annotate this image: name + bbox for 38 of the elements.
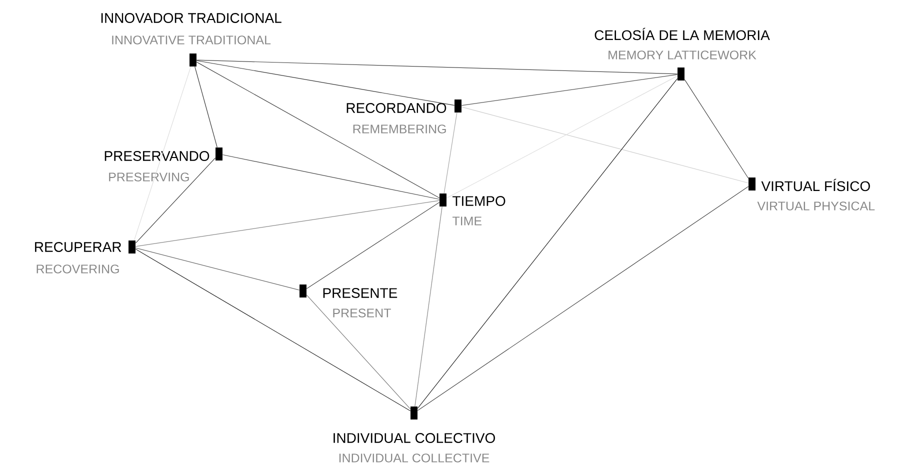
connector-line [135, 200, 440, 247]
node-title: RECORDANDO [346, 103, 446, 113]
connector-line [461, 106, 749, 184]
node-subtitle: REMEMBERING [353, 124, 446, 134]
connector-line [135, 248, 300, 290]
node-title: PRESERVANDO [104, 151, 210, 161]
connector-line [222, 154, 440, 200]
connector-line [306, 294, 411, 410]
node-title: VIRTUAL FÍSICO [761, 178, 870, 192]
node-subtitle: INDIVIDUAL COLLECTIVE [339, 454, 490, 462]
connector-line [135, 248, 411, 412]
node-title: CELOSÍA DE LA MEMORIA [594, 28, 770, 40]
node-title: INNOVADOR TRADICIONAL [101, 13, 282, 23]
node-subtitle: PRESERVING [109, 172, 189, 182]
connector-line [417, 186, 749, 411]
node-title: TIEMPO [452, 196, 506, 206]
connector-line [196, 60, 455, 106]
node-title: INDIVIDUAL COLECTIVO [334, 433, 495, 443]
connector-line [417, 78, 678, 409]
node-subtitle: RECOVERING [36, 264, 119, 274]
node-subtitle: INNOVATIVE TRADITIONAL [112, 36, 271, 44]
connector-line [684, 79, 749, 179]
connector-line [446, 76, 678, 198]
node-title: PRESENTE [323, 288, 398, 298]
connector-line [135, 158, 216, 244]
connector-line [196, 62, 440, 198]
connector-line [306, 202, 440, 289]
node-subtitle: VIRTUAL PHYSICAL [757, 202, 875, 210]
node-subtitle: MEMORY LATTICEWORK [608, 50, 756, 60]
node-title: RECUPERAR [35, 242, 122, 252]
connector-line [194, 66, 218, 148]
node-subtitle: TIME [452, 216, 482, 226]
connector-line [444, 112, 458, 194]
connector-line [461, 74, 678, 106]
node-subtitle: PRESENT [333, 308, 391, 318]
connector-line [414, 206, 442, 407]
connector-line [134, 66, 192, 241]
connector-line [196, 60, 678, 74]
